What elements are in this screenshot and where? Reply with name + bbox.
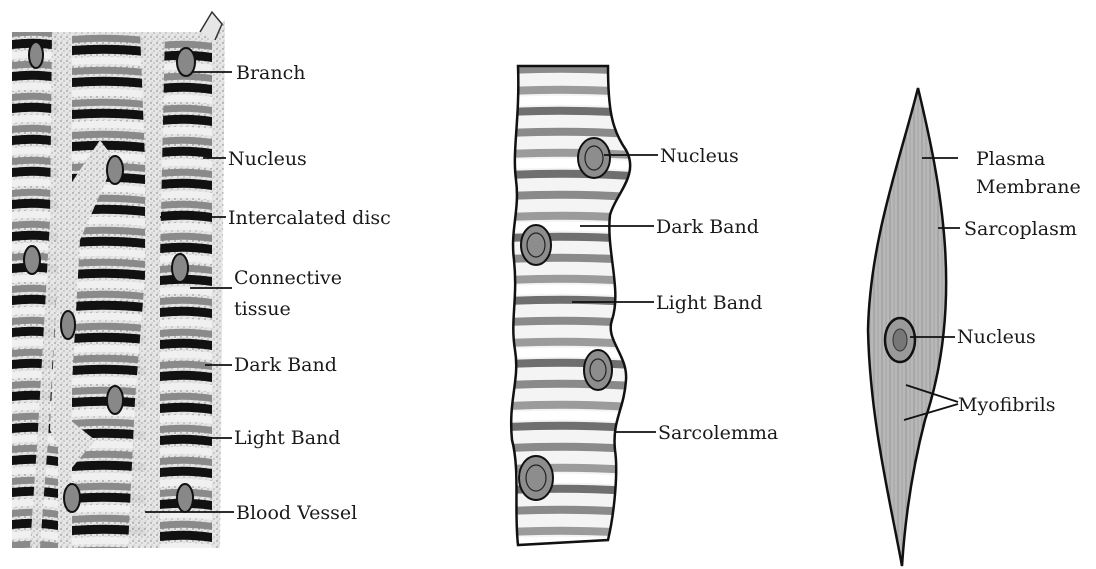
label-connective-tissue-2: tissue — [234, 298, 291, 320]
label-skeletal-light-band: Light Band — [656, 292, 762, 314]
label-plasma-membrane-2: Membrane — [976, 176, 1081, 198]
label-branch: Branch — [236, 62, 306, 84]
label-myofibrils: Myofibrils — [958, 394, 1055, 416]
label-intercalated-disc: Intercalated disc — [228, 207, 391, 229]
label-sarcoplasm: Sarcoplasm — [964, 218, 1077, 240]
label-cardiac-dark-band: Dark Band — [234, 354, 337, 376]
label-cardiac-light-band: Light Band — [234, 427, 340, 449]
label-cardiac-nucleus: Nucleus — [228, 148, 307, 170]
label-sarcolemma: Sarcolemma — [658, 422, 778, 444]
smooth-muscle-illustration — [868, 88, 946, 566]
label-plasma-membrane-1: Plasma — [976, 148, 1045, 170]
label-skeletal-nucleus: Nucleus — [660, 145, 739, 167]
label-smooth-nucleus: Nucleus — [957, 326, 1036, 348]
label-skeletal-dark-band: Dark Band — [656, 216, 759, 238]
label-connective-tissue-1: Connective — [234, 267, 342, 289]
label-blood-vessel: Blood Vessel — [236, 502, 357, 524]
